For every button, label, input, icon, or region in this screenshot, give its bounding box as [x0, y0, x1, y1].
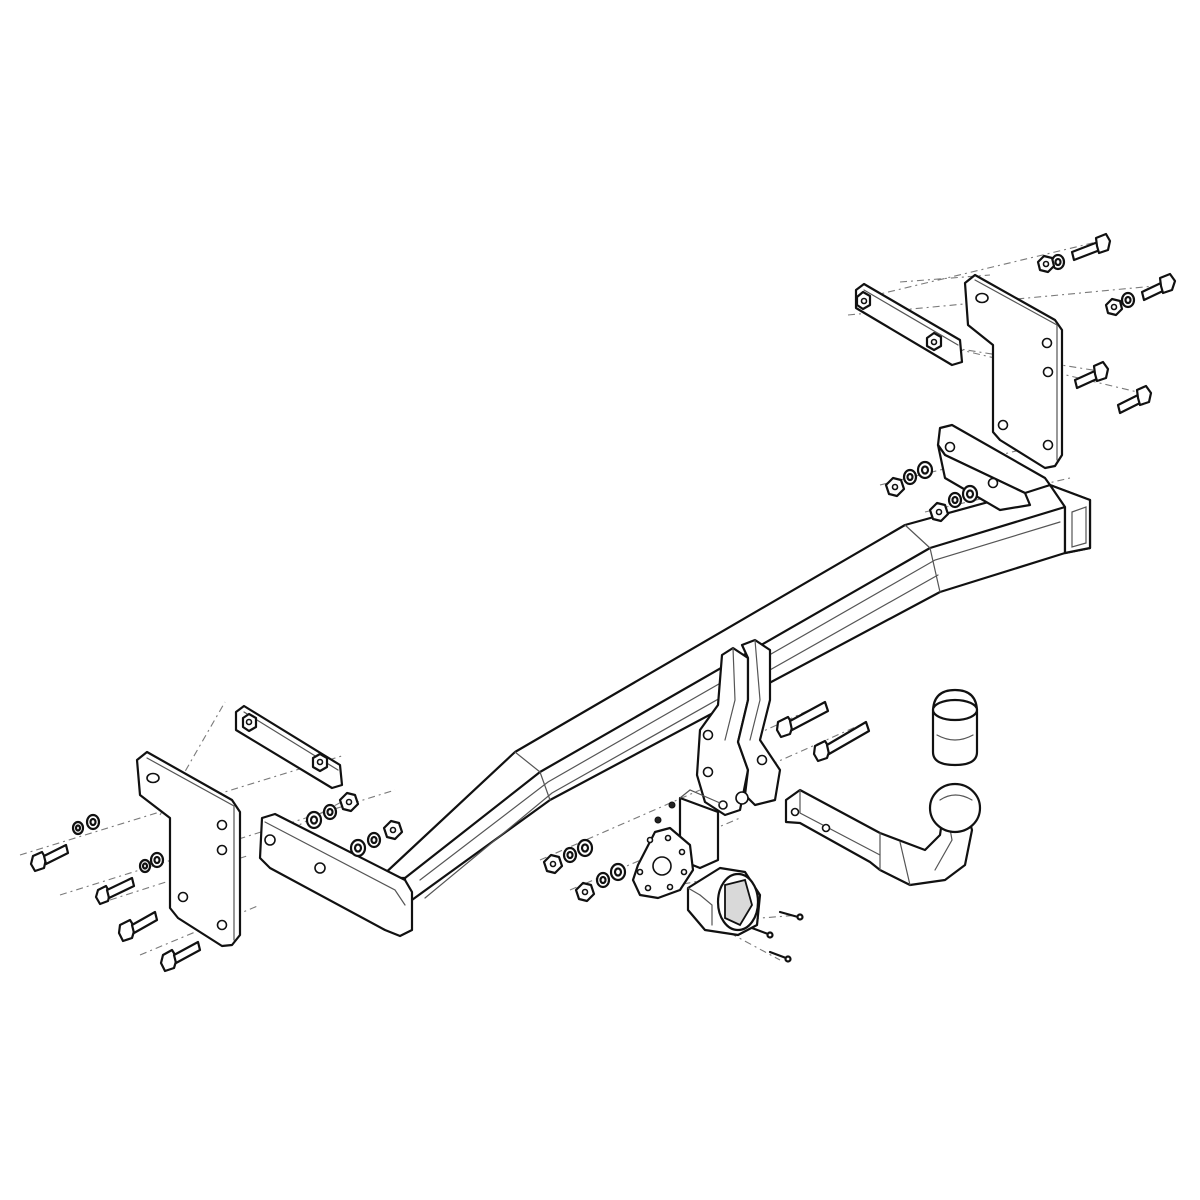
- nut: [1036, 254, 1056, 274]
- bolt: [1140, 272, 1177, 302]
- nut: [542, 853, 564, 875]
- tow-ball: [928, 782, 982, 834]
- bolt: [775, 700, 830, 739]
- tow-ball-cap: [931, 688, 979, 767]
- washer: [349, 838, 367, 858]
- left-side-bracket: [258, 812, 414, 938]
- right-backing-strip: [854, 282, 964, 367]
- washer: [85, 813, 101, 831]
- washer: [916, 460, 934, 480]
- washer: [138, 858, 152, 874]
- right-side-bracket: [936, 423, 1052, 512]
- bolt: [812, 720, 871, 763]
- bolt: [29, 843, 70, 873]
- nuts-and-washers: [71, 253, 1136, 903]
- washer: [366, 831, 382, 849]
- washer: [71, 820, 85, 836]
- washer: [1120, 291, 1136, 309]
- nut: [338, 791, 360, 813]
- washer: [902, 468, 918, 486]
- washer: [149, 851, 165, 869]
- ball-mount-clamp: [695, 638, 782, 817]
- nut: [884, 476, 906, 498]
- washer: [947, 491, 963, 509]
- bolt: [1070, 232, 1112, 262]
- bolts: [29, 232, 1177, 973]
- right-frame-plate: [963, 273, 1064, 470]
- bolt: [94, 876, 136, 906]
- left-frame-plate: [135, 750, 242, 948]
- washer: [576, 838, 594, 858]
- washer: [322, 803, 338, 821]
- washer: [305, 810, 323, 830]
- bolt: [1073, 360, 1110, 390]
- bolt: [1116, 384, 1153, 415]
- washer: [595, 871, 611, 889]
- nut: [574, 881, 596, 903]
- socket-plate: [631, 789, 721, 900]
- nut: [928, 501, 950, 523]
- left-backing-strip: [234, 704, 344, 790]
- nut: [382, 819, 404, 841]
- washer: [609, 862, 627, 882]
- bolt: [159, 940, 202, 973]
- tow-ball-neck: [784, 788, 974, 887]
- electrical-socket: [686, 866, 762, 937]
- socket-screws: [750, 910, 804, 963]
- washer: [562, 846, 578, 864]
- bolt: [117, 910, 159, 943]
- washer: [961, 484, 979, 504]
- nut: [1104, 297, 1124, 317]
